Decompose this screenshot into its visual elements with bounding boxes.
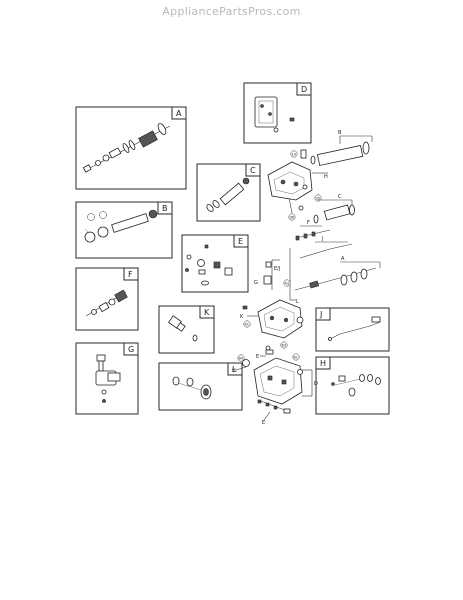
inset-label-h: H	[320, 359, 326, 368]
inset-c: C	[196, 163, 261, 222]
callout-61: 61	[294, 355, 299, 359]
callout-b: B	[338, 130, 342, 136]
callout-e-lower: E	[262, 420, 265, 426]
callout-g-main: G	[254, 280, 258, 286]
inset-b: B	[75, 201, 173, 259]
inset-l: L	[158, 362, 243, 411]
callout-ej: E/J	[274, 266, 280, 272]
callout-a-main: A	[341, 256, 345, 262]
inset-l-parts	[172, 376, 212, 400]
inset-j-parts	[327, 316, 381, 341]
inset-label-b: B	[162, 204, 168, 213]
callout-l-main: L	[296, 299, 299, 305]
main-center-assembly: K 41 63 E	[240, 299, 304, 360]
callout-41: 41	[245, 322, 250, 326]
inset-f-parts	[85, 289, 128, 317]
callout-f-main: F	[307, 220, 310, 226]
inset-label-k: K	[204, 308, 210, 317]
callout-36: 36	[290, 215, 295, 219]
callout-c: C	[338, 194, 342, 200]
watermark-appliancepartspros: AppliancePartsPros.com	[162, 5, 301, 18]
callout-64: 64	[239, 356, 244, 360]
main-upper-assembly: 19 B H 35 36 C	[267, 130, 373, 224]
callout-e-main: E	[256, 354, 259, 360]
inset-label-f: F	[128, 270, 133, 279]
callout-h-main: H	[232, 368, 236, 374]
inset-g-parts	[95, 354, 121, 403]
inset-c-parts	[206, 177, 250, 212]
inset-g: G	[75, 342, 139, 415]
inset-k-parts	[168, 315, 198, 342]
inset-h-parts	[331, 374, 381, 397]
callout-d-main: D	[314, 381, 318, 387]
callout-k-main: K	[240, 314, 244, 320]
inset-label-l: L	[232, 365, 237, 374]
inset-label-d: D	[301, 85, 307, 94]
inset-d-parts	[254, 96, 295, 133]
inset-k: K	[158, 305, 215, 354]
inset-label-j: J	[319, 310, 322, 319]
inset-a: A	[75, 106, 187, 190]
callout-j-main: J	[321, 236, 323, 242]
inset-d: D	[243, 82, 312, 144]
inset-label-c: C	[250, 166, 256, 175]
inset-h: H	[315, 356, 390, 415]
inset-f: F	[75, 267, 139, 331]
inset-label-a: A	[176, 109, 182, 118]
callout-h-upper: H	[324, 174, 328, 180]
callout-19: 19	[292, 152, 297, 156]
inset-j: J	[315, 307, 390, 352]
callout-35: 35	[316, 196, 321, 200]
inset-label-g: G	[128, 345, 134, 354]
inset-b-parts	[84, 209, 158, 243]
inset-e: E	[181, 234, 249, 293]
inset-label-e: E	[238, 237, 243, 246]
inset-e-parts	[185, 244, 233, 286]
callout-63: 63	[282, 343, 287, 347]
main-lower-assembly: 64 H D 61 E	[232, 353, 318, 426]
main-middle-assembly: F J A L E/J G 43	[254, 220, 381, 305]
callout-43: 43	[285, 281, 290, 285]
inset-a-parts	[82, 123, 171, 173]
